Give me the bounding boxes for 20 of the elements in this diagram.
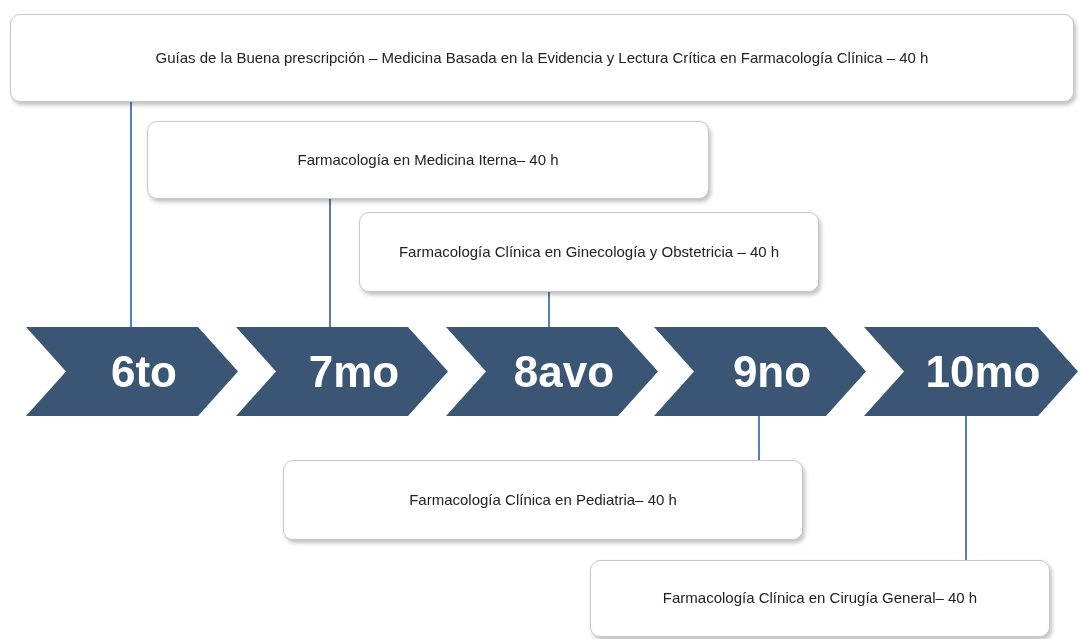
- connector-line: [548, 291, 550, 328]
- course-box: [10, 14, 1074, 102]
- connector-line: [130, 101, 132, 328]
- course-title: Guías de la Buena prescripción – Medicina Basada en la Evidencia y Lectura Crítica en Farmacología Clínica – 40 h: [155, 47, 929, 68]
- course-box: [283, 460, 803, 540]
- semester-label: 8avo: [512, 349, 615, 394]
- course-title: Farmacología Clínica en Cirugía General– 40 h: [662, 588, 978, 609]
- course-box: [147, 121, 709, 199]
- connector-line: [329, 198, 331, 328]
- course-title: Farmacología en Medicina Iterna– 40 h: [297, 149, 559, 170]
- semester-label: 7mo: [307, 349, 400, 394]
- course-box: [590, 560, 1050, 637]
- course-box: [359, 212, 819, 292]
- connector-line: [965, 415, 967, 561]
- connector-line: [758, 415, 760, 461]
- semester-label: 6to: [110, 349, 177, 394]
- semester-label: 10mo: [924, 349, 1041, 394]
- course-title: Farmacología Clínica en Ginecología y Obstetricia – 40 h: [398, 241, 780, 262]
- course-title: Farmacología Clínica en Pediatria– 40 h: [409, 489, 677, 510]
- semester-label: 9no: [731, 349, 812, 394]
